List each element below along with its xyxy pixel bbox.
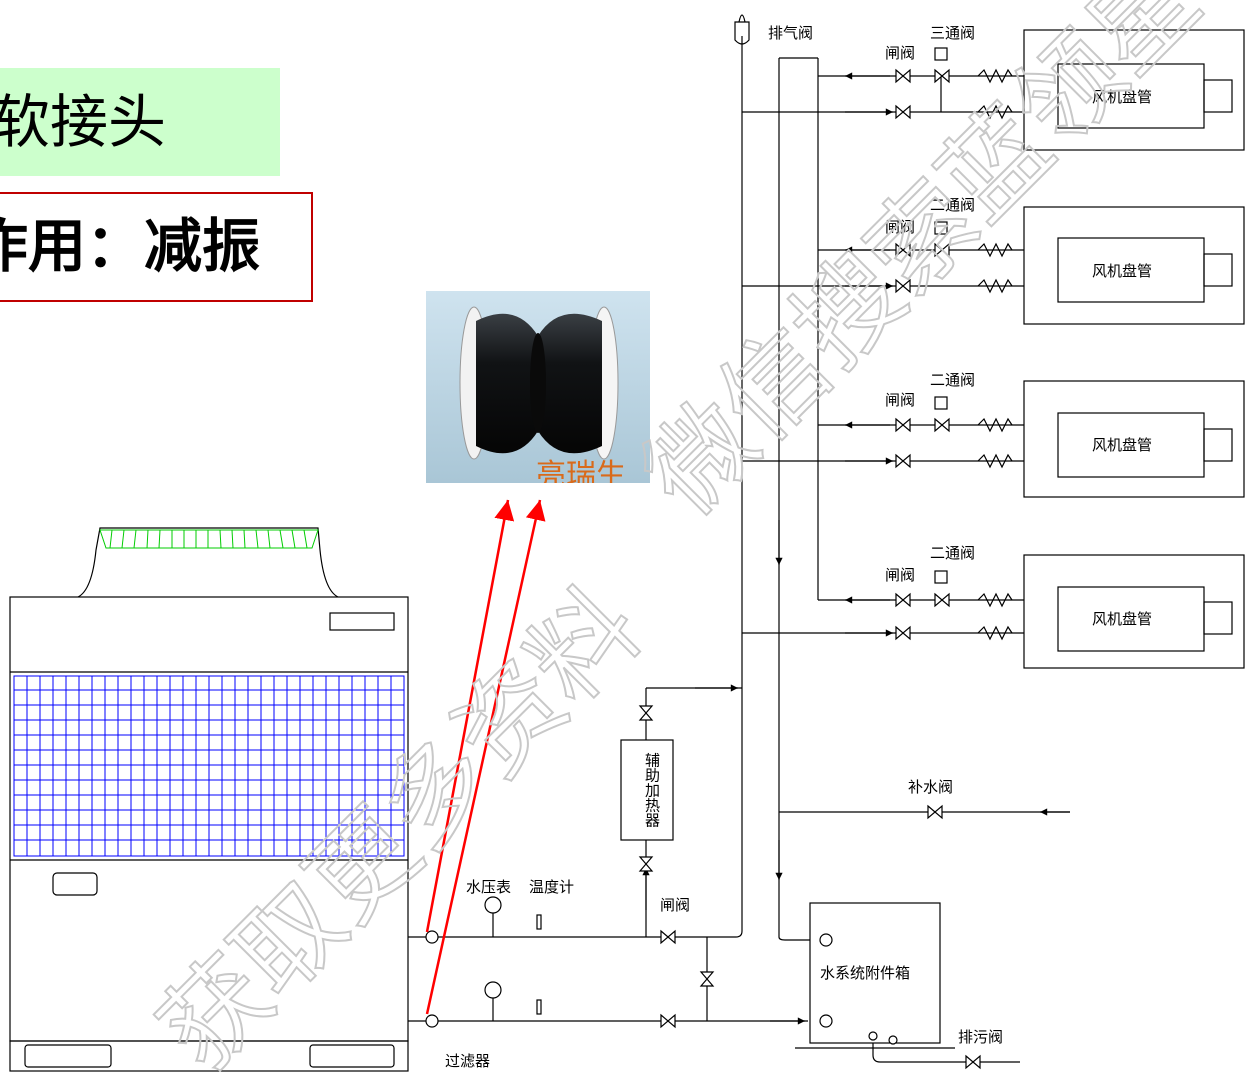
aux-heater-label: 辅助加热器 bbox=[643, 753, 661, 828]
two-way-valve-label-2: 二通阀 bbox=[930, 371, 975, 389]
gate-valve-label-main: 闸阀 bbox=[660, 896, 690, 914]
watermark-line-1: 获取更多资料 bbox=[136, 565, 664, 1072]
soft-joint-return-symbol bbox=[425, 1014, 439, 1028]
makeup-valve-label: 补水阀 bbox=[908, 778, 953, 796]
heat-pump-unit bbox=[9, 527, 409, 1072]
thermometer-label: 温度计 bbox=[529, 878, 574, 896]
slide-title: 软接头 bbox=[0, 68, 280, 176]
two-way-valve-label-1: 二通阀 bbox=[930, 196, 975, 214]
gate-valve-label-3: 闸阀 bbox=[885, 391, 915, 409]
fan-coil-label-1: 风机盘管 bbox=[1092, 88, 1152, 106]
fan-top-grille bbox=[99, 529, 319, 549]
photo-caption: 亮瑞生 bbox=[536, 458, 626, 483]
flow-arrows bbox=[642, 72, 1070, 1025]
two-way-valve-label-3: 二通阀 bbox=[930, 544, 975, 562]
callout-arrows bbox=[425, 499, 546, 1015]
air-vent-valve-label: 排气阀 bbox=[768, 24, 813, 42]
aux-heater bbox=[620, 739, 674, 841]
three-way-valve-label: 三通阀 bbox=[930, 24, 975, 42]
coil-grille bbox=[13, 675, 405, 857]
pressure-gauge-label: 水压表 bbox=[466, 878, 511, 896]
accessory-box bbox=[795, 902, 955, 1049]
branch-valves bbox=[895, 47, 950, 641]
flex-connectors bbox=[977, 68, 1013, 641]
gate-valve-label-4: 闸阀 bbox=[885, 566, 915, 584]
gate-valve-label-1: 闸阀 bbox=[885, 44, 915, 62]
drain-valve-label: 排污阀 bbox=[958, 1028, 1003, 1046]
air-vent-valve-symbol bbox=[734, 14, 750, 45]
strainer-label: 过滤器 bbox=[445, 1052, 490, 1070]
purpose-text: 作用：减振 bbox=[0, 212, 261, 280]
system-valves bbox=[425, 705, 981, 1070]
fan-coil-label-4: 风机盘管 bbox=[1092, 610, 1152, 628]
soft-joint-supply-symbol bbox=[425, 930, 439, 944]
accessory-box-label: 水系统附件箱 bbox=[820, 964, 910, 982]
soft-joint-photo: 亮瑞生 bbox=[426, 291, 650, 483]
purpose-box: 作用：减振 bbox=[0, 192, 313, 302]
pressure-gauge-symbol bbox=[484, 896, 502, 914]
gate-valve-label-2: 闸阀 bbox=[885, 218, 915, 236]
fan-coil-label-2: 风机盘管 bbox=[1092, 262, 1152, 280]
fan-coil-label-3: 风机盘管 bbox=[1092, 436, 1152, 454]
